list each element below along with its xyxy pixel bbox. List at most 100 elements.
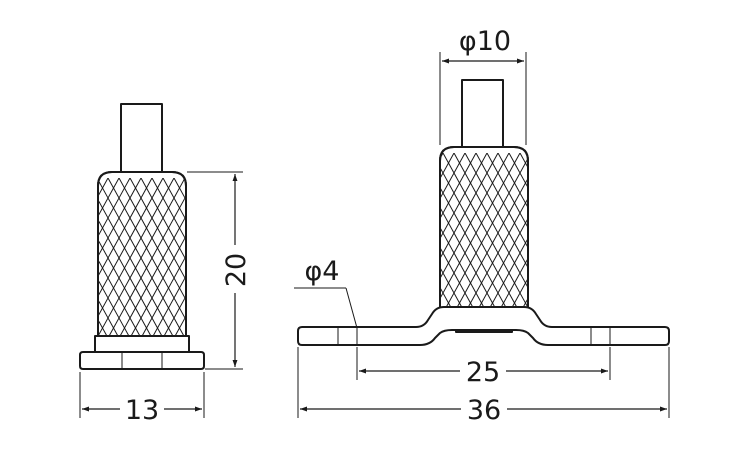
knurl-line bbox=[129, 178, 185, 280]
knurl-line bbox=[0, 178, 9, 336]
knurl-line bbox=[264, 153, 355, 318]
knurl-line bbox=[441, 153, 444, 158]
knurl-line bbox=[472, 219, 527, 318]
knurl-line bbox=[275, 153, 366, 318]
knurl-line bbox=[575, 153, 666, 318]
top-diameter-dimension: φ10 bbox=[439, 26, 527, 145]
side-height-dimension: 20 bbox=[187, 171, 253, 370]
knurl-line bbox=[0, 178, 8, 336]
knurl-line bbox=[652, 153, 743, 318]
knurl-line bbox=[231, 153, 322, 318]
knurl-line bbox=[220, 153, 311, 318]
knurl-line bbox=[99, 178, 131, 236]
knurl-line bbox=[108, 196, 185, 336]
knurl-line bbox=[564, 153, 655, 318]
knurl-line bbox=[245, 153, 336, 318]
knurl-line bbox=[453, 153, 527, 287]
knurl-line bbox=[99, 178, 120, 216]
knurl-line bbox=[339, 178, 426, 336]
knurl-line bbox=[162, 178, 185, 220]
side-view-knurled-body bbox=[0, 171, 426, 339]
knurl-line bbox=[608, 153, 699, 318]
knurl-line bbox=[256, 153, 347, 318]
knurl-line bbox=[10, 178, 97, 336]
side-height-label: 20 bbox=[221, 253, 252, 287]
knurl-line bbox=[330, 153, 421, 318]
front-view-pin bbox=[461, 79, 504, 151]
knurl-line bbox=[297, 153, 388, 318]
knurl-line bbox=[441, 153, 499, 258]
knurl-line bbox=[223, 153, 314, 318]
knurl-line bbox=[99, 320, 108, 336]
knurl-line bbox=[550, 153, 641, 318]
knurl-line bbox=[0, 178, 64, 336]
front-view-knurled-body bbox=[187, 146, 750, 319]
knurl-line bbox=[0, 178, 30, 336]
knurl-line bbox=[594, 153, 685, 318]
knurl-line bbox=[461, 199, 527, 318]
knurl-line bbox=[0, 178, 42, 336]
knurl-line bbox=[99, 178, 164, 296]
knurl-line bbox=[234, 153, 325, 318]
side-view-pin bbox=[120, 103, 163, 177]
knurl-line bbox=[99, 200, 174, 336]
knurl-line bbox=[300, 153, 391, 318]
knurl-line bbox=[201, 153, 292, 318]
hole-spacing-label: 25 bbox=[466, 357, 500, 388]
knurl-line bbox=[0, 178, 20, 336]
knurl-line bbox=[328, 178, 415, 336]
knurl-line bbox=[539, 153, 630, 318]
knurl-line bbox=[441, 268, 469, 318]
knurl-line bbox=[0, 178, 41, 336]
knurl-line bbox=[99, 178, 185, 336]
knurl-line bbox=[0, 178, 86, 336]
knurl-line bbox=[441, 153, 466, 198]
knurl-line bbox=[0, 178, 85, 336]
knurl-line bbox=[9, 178, 96, 336]
knurl-line bbox=[212, 153, 303, 318]
knurl-line bbox=[107, 178, 185, 320]
knurl-line bbox=[344, 153, 435, 318]
side-width-dimension: 13 bbox=[79, 372, 205, 426]
knurl-line bbox=[442, 153, 527, 307]
knurl-line bbox=[311, 153, 402, 318]
knurl-line bbox=[99, 220, 163, 336]
knurl-line bbox=[475, 153, 527, 247]
knurl-line bbox=[99, 178, 109, 196]
knurl-line bbox=[531, 153, 622, 318]
side-view-base bbox=[79, 351, 205, 370]
knurl-line bbox=[140, 178, 185, 260]
knurl-line bbox=[152, 276, 185, 336]
knurl-line bbox=[663, 153, 750, 318]
knurl-line bbox=[0, 178, 53, 336]
knurl-line bbox=[118, 178, 185, 300]
knurl-line bbox=[583, 153, 674, 318]
knurl-line bbox=[597, 153, 688, 318]
knurl-line bbox=[187, 153, 278, 318]
knurl-line bbox=[441, 168, 524, 318]
knurl-line bbox=[0, 178, 19, 336]
knurl-line bbox=[441, 188, 513, 318]
knurl-line bbox=[441, 153, 488, 238]
knurl-line bbox=[0, 178, 63, 336]
knurl-line bbox=[450, 179, 527, 318]
knurl-line bbox=[441, 159, 527, 318]
knurl-line bbox=[505, 279, 527, 318]
knurl-line bbox=[289, 153, 380, 318]
front-view-flange bbox=[297, 306, 670, 346]
knurl-line bbox=[141, 256, 185, 336]
knurl-line bbox=[242, 153, 333, 318]
knurl-line bbox=[519, 153, 527, 167]
knurl-line bbox=[630, 153, 721, 318]
knurl-line bbox=[586, 153, 677, 318]
knurl-line bbox=[685, 153, 750, 318]
knurl-line bbox=[0, 178, 52, 336]
knurl-line bbox=[119, 216, 185, 336]
knurl-line bbox=[441, 208, 502, 318]
knurl-line bbox=[99, 240, 152, 336]
total-length-label: 36 bbox=[467, 395, 501, 426]
knurl-line bbox=[198, 153, 289, 318]
knurl-line bbox=[497, 153, 527, 207]
knurl-line bbox=[151, 178, 185, 240]
